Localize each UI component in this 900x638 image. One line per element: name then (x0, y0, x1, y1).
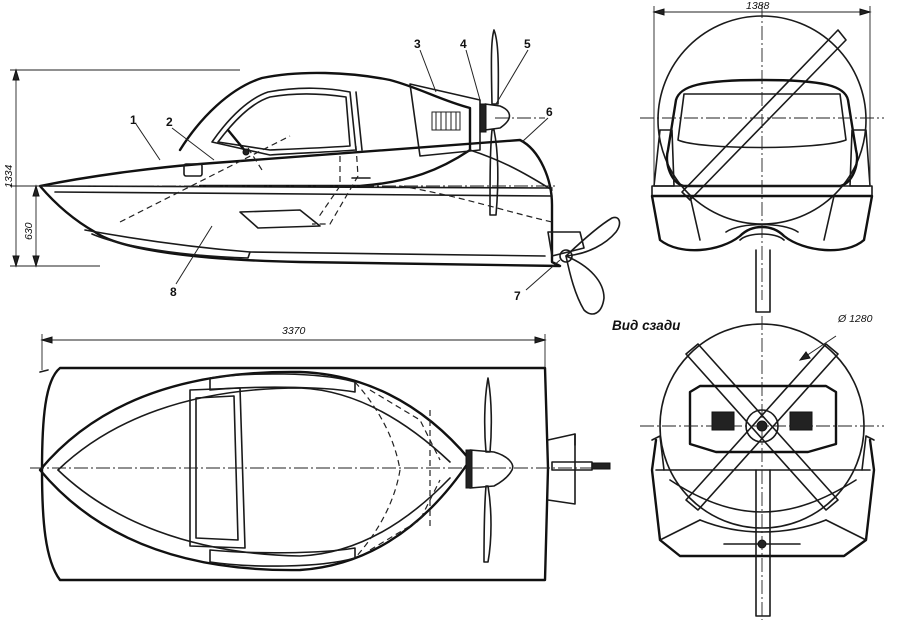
top-dimensions (40, 334, 547, 370)
dim-hull-height: 630 (23, 222, 35, 240)
part-label-3: 3 (414, 37, 421, 51)
side-spinner (484, 103, 511, 131)
side-view (10, 29, 621, 315)
side-window (211, 87, 357, 156)
dimension-labels: 1334 630 3370 1388 Ø 1280 (3, 0, 873, 337)
side-engine-housing (409, 83, 481, 157)
side-seat-outline (312, 145, 359, 225)
part-label-8: 8 (170, 285, 177, 299)
dim-width-total: 1388 (746, 0, 770, 12)
part-label-7: 7 (514, 289, 521, 303)
top-rear-bracket (547, 433, 611, 505)
front-canopy (665, 78, 859, 188)
front-dimensions (652, 6, 872, 186)
dim-height-total: 1334 (3, 164, 15, 188)
dim-propeller-diameter: Ø 1280 (837, 313, 873, 325)
side-dimensions (10, 68, 240, 268)
side-water-propeller-assembly (547, 216, 621, 315)
rear-view-caption: Вид сзади (612, 318, 681, 333)
part-label-6: 6 (546, 105, 553, 119)
rear-hull (650, 438, 876, 558)
side-louvres (431, 111, 461, 131)
top-hull-ellipse (38, 370, 472, 572)
top-deck-outline (40, 366, 550, 582)
side-canopy (178, 71, 472, 188)
top-air-propeller (483, 377, 493, 453)
top-spinner (469, 449, 514, 489)
part-labels: 1 2 3 4 5 6 7 8 (130, 37, 553, 303)
side-air-propeller (490, 29, 500, 105)
top-view (30, 334, 611, 582)
rear-engine-housing (688, 384, 838, 454)
part-label-2: 2 (166, 115, 173, 129)
front-view (640, 4, 884, 313)
front-hull (650, 194, 874, 252)
side-steering-lever (226, 128, 248, 154)
rear-louvres (711, 411, 813, 431)
rear-view (640, 316, 884, 620)
dim-length-total: 3370 (282, 325, 306, 337)
part-label-1: 1 (130, 113, 137, 127)
side-hull-outline (38, 138, 562, 268)
part-label-5: 5 (524, 37, 531, 51)
part-label-4: 4 (460, 37, 467, 51)
